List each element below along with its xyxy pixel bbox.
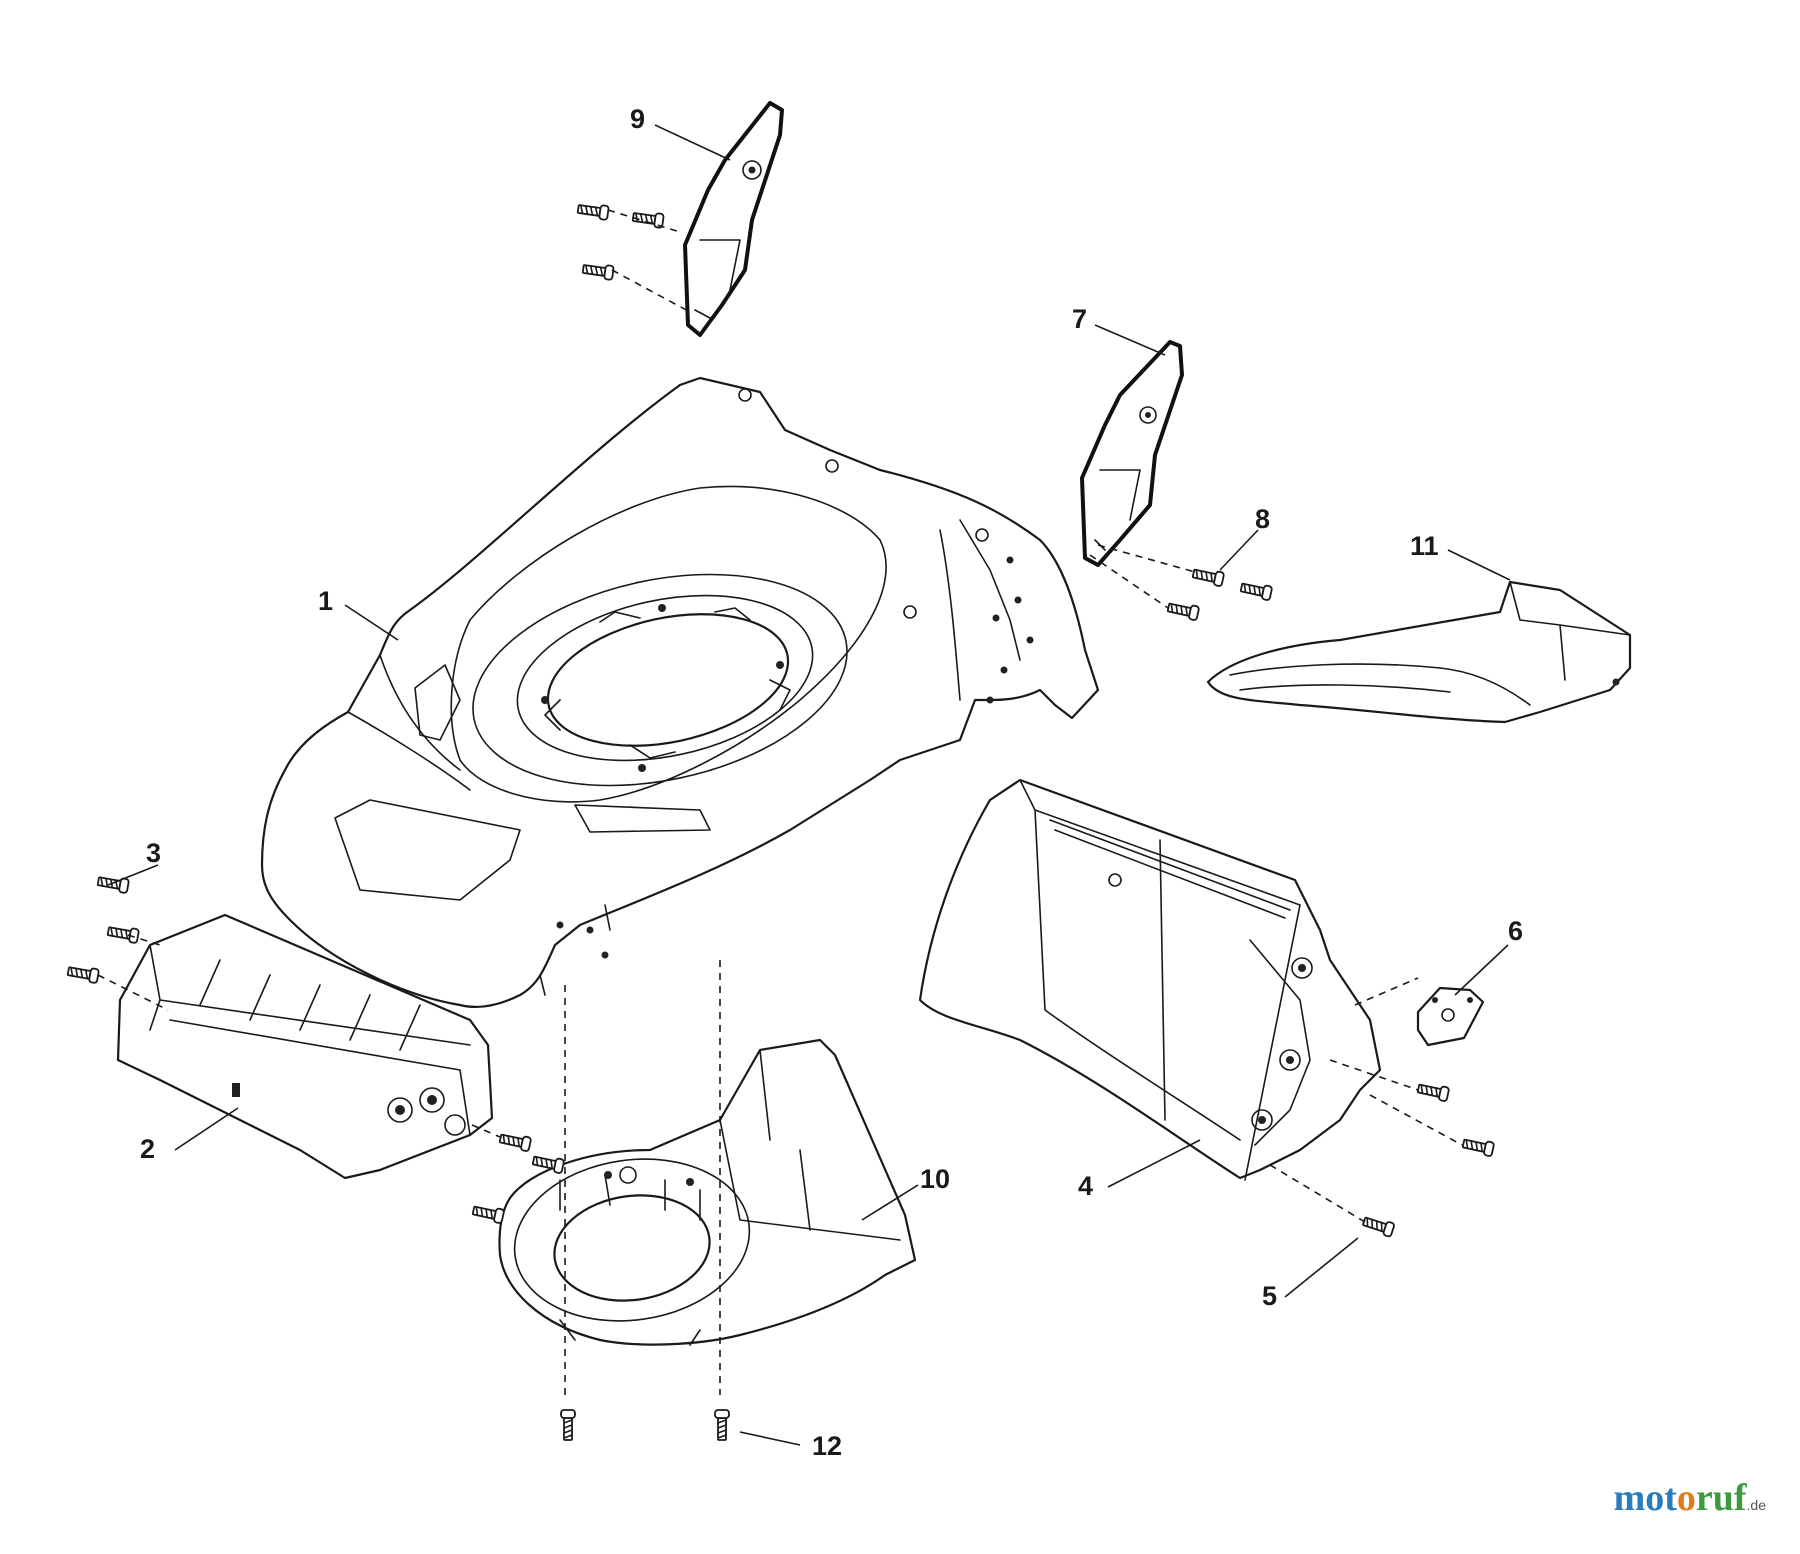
rear-deflector [1206,580,1632,724]
callout-5: 5 [1262,1281,1277,1311]
callout-10: 10 [920,1164,950,1194]
watermark-part-3: ruf [1695,1477,1747,1519]
watermark-part-1: mot [1613,1477,1677,1519]
lower-blade-housing [498,1038,917,1346]
callout-6: 6 [1508,916,1523,946]
callout-9: 9 [630,104,645,134]
callout-labels: 1 2 3 4 5 6 7 8 9 10 11 12 [140,104,1523,1461]
callout-12: 12 [812,1431,842,1461]
callout-2: 2 [140,1134,155,1164]
left-side-bracket [683,101,784,337]
grass-bag-frame [918,778,1382,1181]
hinge-plate [1416,986,1485,1047]
front-flap [116,913,494,1180]
callout-7: 7 [1072,304,1087,334]
callout-8: 8 [1255,504,1270,534]
watermark-tld: .de [1746,1497,1766,1513]
leader-lines [107,124,1511,1446]
assembly-lines [97,209,1463,1395]
callout-3: 3 [146,838,161,868]
callout-1: 1 [318,586,333,616]
right-side-bracket [1080,340,1184,567]
callout-4: 4 [1078,1171,1093,1201]
watermark-logo: motoruf.de [1614,1476,1766,1520]
watermark-part-2: o [1676,1477,1696,1519]
deck-housing [260,376,1100,1009]
callout-11: 11 [1410,531,1439,561]
